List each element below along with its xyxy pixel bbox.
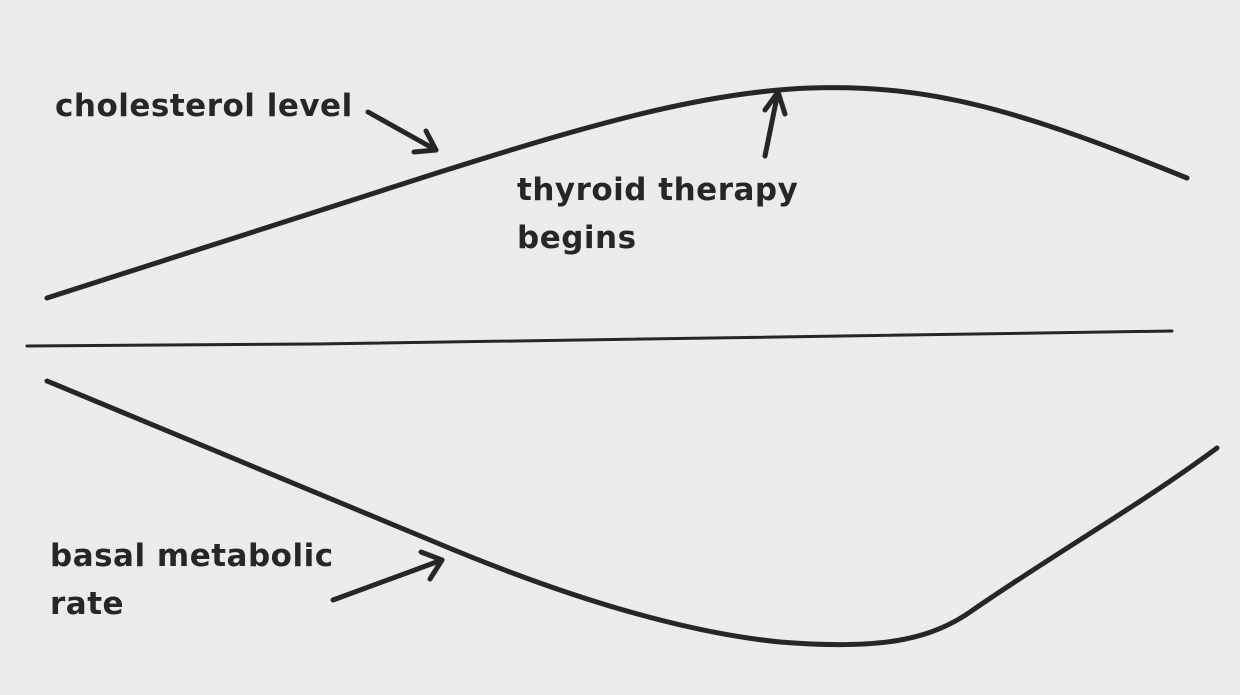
basal-metabolic-rate-label-line1: basal metabolic [50,538,334,574]
thyroid-therapy-label-line1: thyroid therapy [517,172,799,208]
basal-metabolic-rate-curve [44,378,1220,648]
basal-metabolic-rate-label: basal metabolic rate [50,532,334,628]
thyroid-therapy-arrow [762,89,788,159]
thyroid-therapy-label: thyroid therapy begins [517,166,798,262]
cholesterol-level-label: cholesterol level [55,88,353,124]
cholesterol-level-curve [44,85,1190,301]
baseline [25,329,1174,348]
bmr-arrow [330,549,445,603]
cholesterol-arrow [365,109,439,155]
basal-metabolic-rate-label-line2: rate [50,586,125,622]
thyroid-therapy-label-line2: begins [517,220,637,256]
